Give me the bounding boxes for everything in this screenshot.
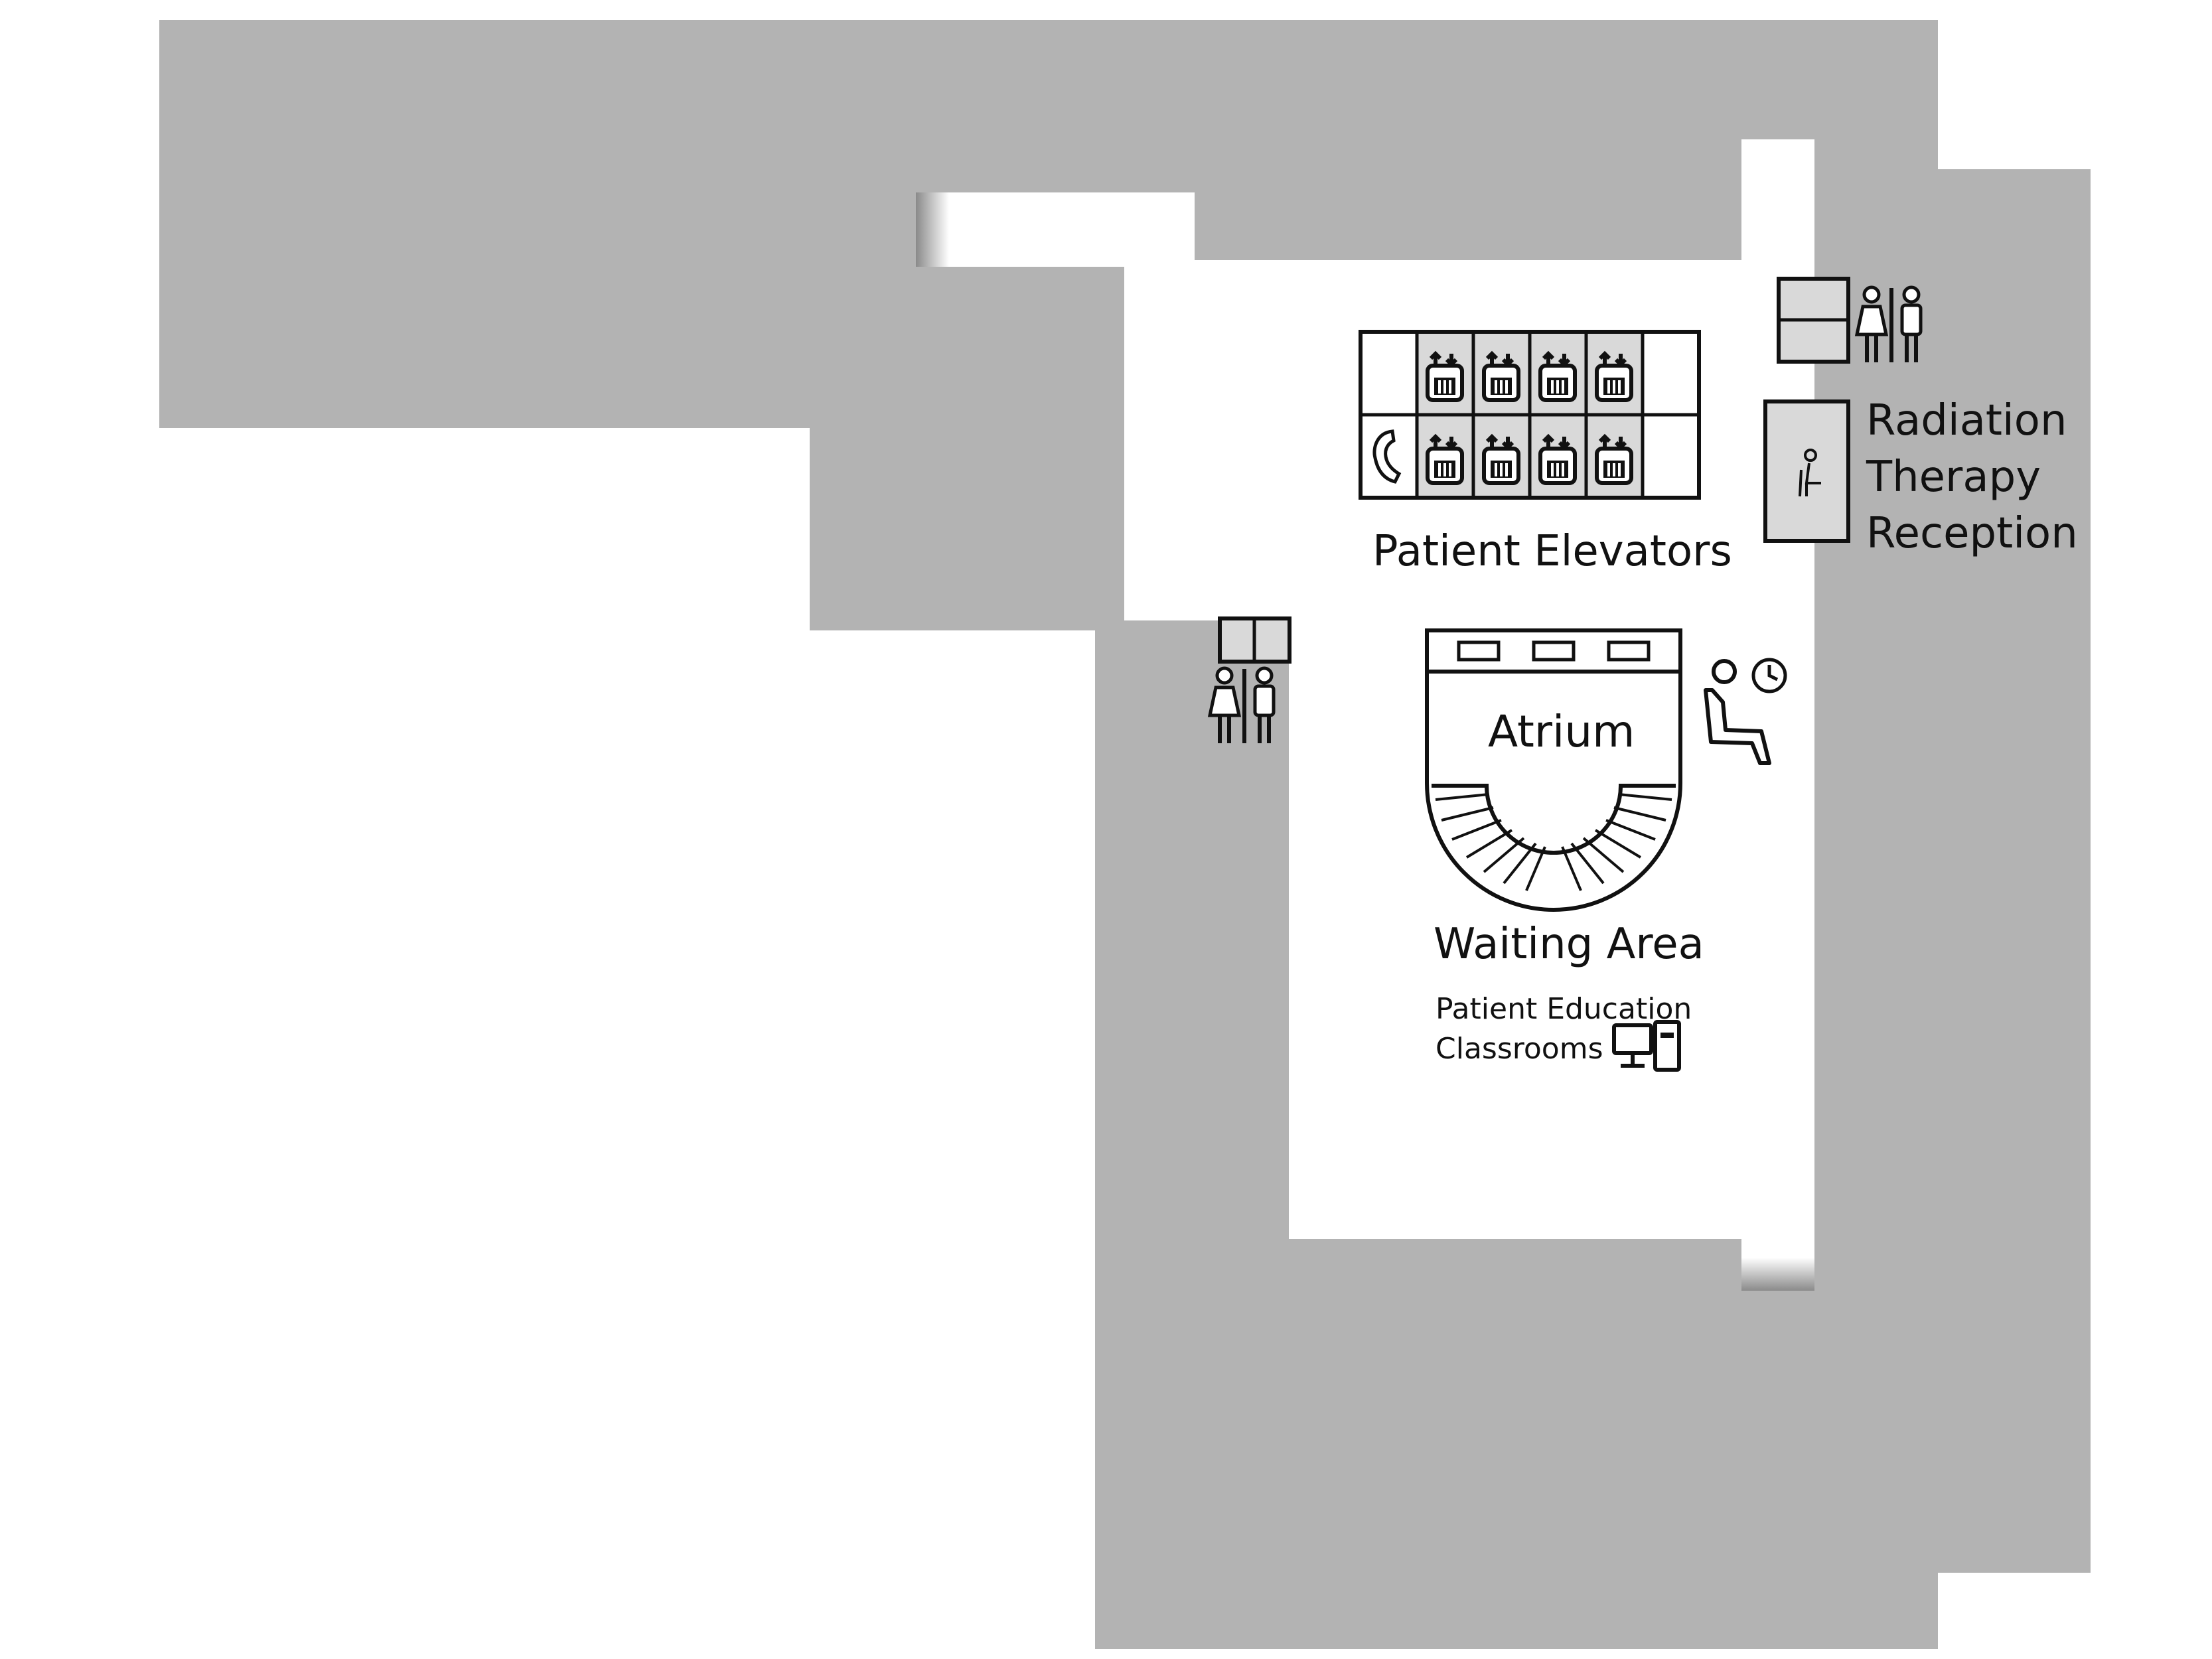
reception-seat-icon bbox=[1799, 449, 1821, 497]
patient-education-label-line2: Classrooms bbox=[1436, 1032, 1603, 1066]
corridor-area bbox=[916, 139, 1814, 1291]
elevator-bank bbox=[1359, 330, 1701, 500]
waiting-seat-clock-icon bbox=[1704, 658, 1787, 765]
restroom-fixture bbox=[1218, 616, 1291, 664]
phone-icon bbox=[1372, 429, 1402, 484]
atrium-structure bbox=[1425, 628, 1682, 912]
computer-icon bbox=[1612, 1020, 1681, 1072]
radiation-therapy-label-line3: Reception bbox=[1866, 509, 2078, 558]
radiation-therapy-label-line2: Therapy bbox=[1866, 453, 2041, 502]
patient-education-label-line1: Patient Education bbox=[1436, 992, 1692, 1026]
reception-desk bbox=[1763, 399, 1850, 543]
radiation-therapy-label-line1: Radiation bbox=[1866, 396, 2067, 445]
waiting-area-label: Waiting Area bbox=[1434, 920, 1704, 969]
restroom-fixture bbox=[1777, 277, 1850, 364]
patient-elevators-label: Patient Elevators bbox=[1372, 527, 1732, 576]
atrium-label: Atrium bbox=[1488, 706, 1635, 757]
